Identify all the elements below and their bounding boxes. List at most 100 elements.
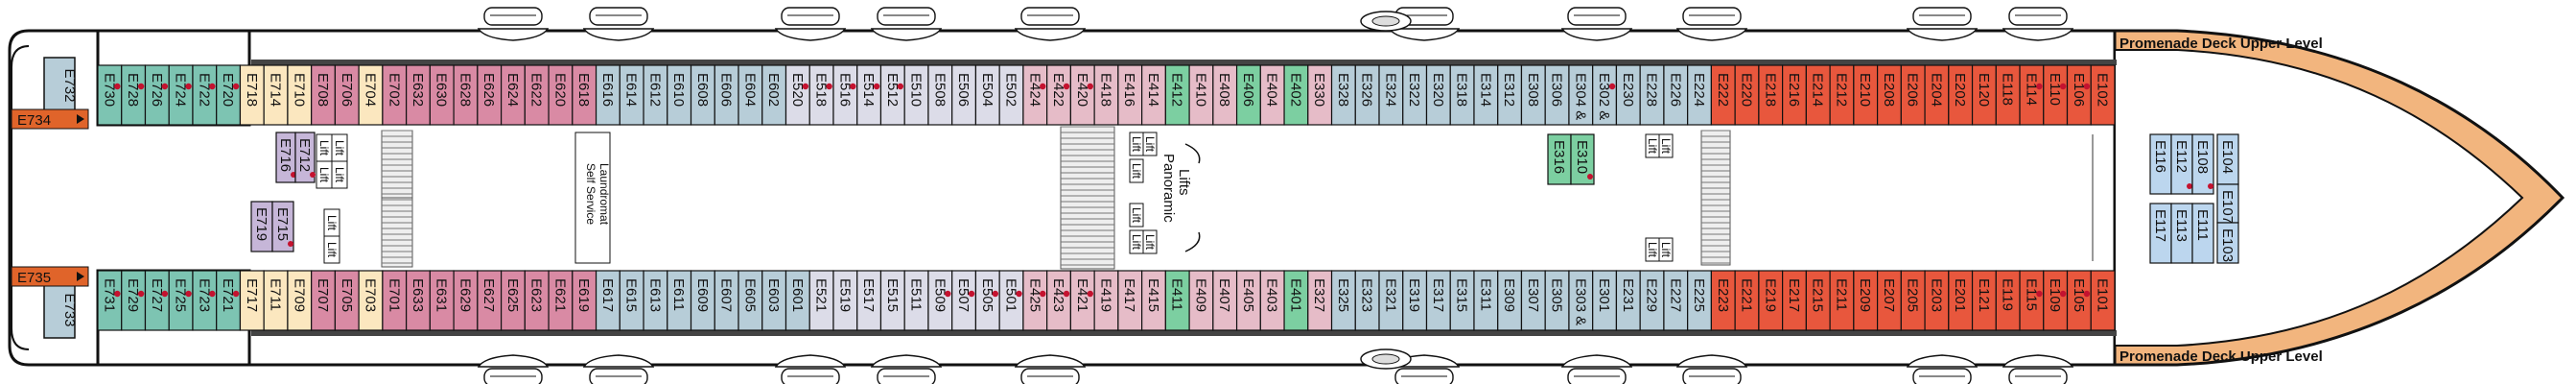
cabin-e504[interactable]: E504 (974, 64, 1000, 126)
cabin-e107[interactable]: E107 (2216, 183, 2239, 224)
cabin-box[interactable] (1402, 64, 1428, 126)
cabin-e614[interactable]: E614 (619, 64, 644, 126)
cabin-e303[interactable]: E303 & (1568, 270, 1594, 331)
cabin-e608[interactable]: E608 (690, 64, 715, 126)
cabin-e611[interactable]: E611 (667, 270, 692, 331)
cabin-e727[interactable]: E727 (144, 270, 170, 331)
cabin-box[interactable] (1876, 64, 1902, 126)
cabin-e603[interactable]: E603 (761, 270, 787, 331)
cabin-e420[interactable]: E420 (1069, 64, 1095, 126)
cabin-e319[interactable]: E319 (1402, 270, 1428, 331)
cabin-e325[interactable]: E325 (1330, 270, 1356, 331)
cabin-e415[interactable]: E415 (1141, 270, 1166, 331)
cabin-e330[interactable]: E330 (1307, 64, 1333, 126)
cabin-e516[interactable]: E516 (832, 64, 858, 126)
cabin-box[interactable] (263, 64, 289, 126)
cabin-e114[interactable]: E114 (2019, 64, 2045, 126)
cabin-e609[interactable]: E609 (690, 270, 715, 331)
cabin-e501[interactable]: E501 (998, 270, 1024, 331)
cabin-box[interactable] (1188, 64, 1214, 126)
cabin-e620[interactable]: E620 (548, 64, 574, 126)
cabin-box[interactable] (856, 270, 882, 331)
cabin-e720[interactable]: E720 (216, 64, 242, 126)
cabin-box[interactable] (738, 270, 763, 331)
cabin-e621[interactable]: E621 (548, 270, 574, 331)
cabin-box[interactable] (2066, 64, 2092, 126)
cabin-e115[interactable]: E115 (2019, 270, 2045, 331)
cabin-box[interactable] (1853, 270, 1879, 331)
cabin-e405[interactable]: E405 (1235, 270, 1261, 331)
cabin-e222[interactable]: E222 (1710, 64, 1736, 126)
cabin-e229[interactable]: E229 (1639, 270, 1665, 331)
cabin-box[interactable] (1544, 64, 1570, 126)
cabin-e708[interactable]: E708 (311, 64, 337, 126)
cabin-e207[interactable]: E207 (1876, 270, 1902, 331)
cabin-e306[interactable]: E306 (1544, 64, 1570, 126)
cabin-box[interactable] (1568, 270, 1594, 331)
cabin-e633[interactable]: E633 (406, 270, 431, 331)
cabin-box[interactable] (1615, 64, 1641, 126)
cabin-e502[interactable]: E502 (998, 64, 1024, 126)
cabin-box[interactable] (1971, 270, 1997, 331)
cabin-box[interactable] (1710, 64, 1736, 126)
cabin-e102[interactable]: E102 (2090, 64, 2116, 126)
cabin-box[interactable] (121, 270, 147, 331)
cabin-e623[interactable]: E623 (524, 270, 550, 331)
cabin-e225[interactable]: E225 (1687, 270, 1712, 331)
cabin-box[interactable] (1687, 64, 1712, 126)
cabin-e322[interactable]: E322 (1402, 64, 1428, 126)
cabin-box[interactable] (785, 64, 810, 126)
cabin-box[interactable] (1425, 64, 1451, 126)
cabin-e702[interactable]: E702 (382, 64, 408, 126)
cabin-box[interactable] (1069, 64, 1095, 126)
cabin-e210[interactable]: E210 (1853, 64, 1879, 126)
cabin-e425[interactable]: E425 (1022, 270, 1048, 331)
cabin-box[interactable] (1948, 64, 1974, 126)
cabin-box[interactable] (1995, 64, 2021, 126)
cabin-e402[interactable]: E402 (1283, 64, 1309, 126)
cabin-box[interactable] (334, 64, 360, 126)
cabin-e423[interactable]: E423 (1046, 270, 1071, 331)
cabin-e605[interactable]: E605 (738, 270, 763, 331)
cabin-e707[interactable]: E707 (311, 270, 337, 331)
cabin-e118[interactable]: E118 (1995, 64, 2021, 126)
cabin-e302[interactable]: E302 & (1592, 64, 1618, 126)
cabin-box[interactable] (738, 64, 763, 126)
cabin-e221[interactable]: E221 (1734, 270, 1760, 331)
cabin-e201[interactable]: E201 (1948, 270, 1974, 331)
cabin-box[interactable] (1330, 64, 1356, 126)
cabin-e121[interactable]: E121 (1971, 270, 1997, 331)
cabin-e223[interactable]: E223 (1710, 270, 1736, 331)
cabin-box[interactable] (1212, 270, 1238, 331)
cabin-e716[interactable]: E716 (275, 132, 296, 183)
cabin-e512[interactable]: E512 (879, 64, 905, 126)
cabin-box[interactable] (1900, 64, 1926, 126)
cabin-box[interactable] (1141, 270, 1166, 331)
cabin-box[interactable] (1497, 64, 1523, 126)
cabin-e317[interactable]: E317 (1425, 270, 1451, 331)
cabin-box[interactable] (144, 270, 170, 331)
cabin-box[interactable] (1212, 64, 1238, 126)
cabin-box[interactable] (974, 270, 1000, 331)
cabin-e104[interactable]: E104 (2216, 133, 2239, 185)
cabin-box[interactable] (572, 270, 597, 331)
cabin-e719[interactable]: E719 (250, 201, 273, 252)
cabin-e101[interactable]: E101 (2090, 270, 2116, 331)
cabin-e215[interactable]: E215 (1805, 270, 1831, 331)
cabin-e116[interactable]: E116 (2149, 133, 2172, 195)
cabin-e514[interactable]: E514 (856, 64, 882, 126)
cabin-box[interactable] (1544, 270, 1570, 331)
cabin-e717[interactable]: E717 (239, 270, 265, 331)
cabin-box[interactable] (271, 201, 294, 252)
cabin-box[interactable] (1948, 270, 1974, 331)
cabin-e617[interactable]: E617 (595, 270, 621, 331)
cabin-box[interactable] (761, 64, 787, 126)
cabin-box[interactable] (1734, 64, 1760, 126)
cabin-e408[interactable]: E408 (1212, 64, 1238, 126)
cabin-e606[interactable]: E606 (714, 64, 739, 126)
cabin-box[interactable] (358, 270, 384, 331)
cabin-e519[interactable]: E519 (832, 270, 858, 331)
cabin-e109[interactable]: E109 (2043, 270, 2069, 331)
cabin-e613[interactable]: E613 (643, 270, 668, 331)
cabin-e326[interactable]: E326 (1354, 64, 1380, 126)
